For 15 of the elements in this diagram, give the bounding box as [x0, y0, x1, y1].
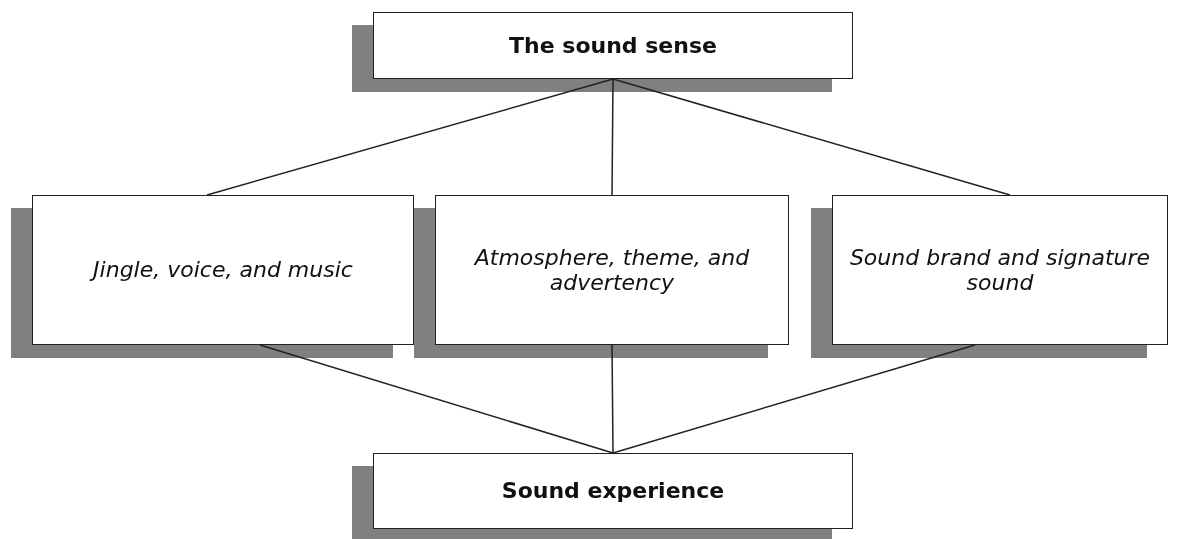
connector-line — [612, 78, 1011, 196]
box-label: Sound experience — [501, 478, 725, 504]
box-label: The sound sense — [509, 32, 717, 59]
box-label: Sound brand and signature sound — [848, 244, 1152, 296]
text-box — [373, 12, 853, 79]
connector-line — [611, 344, 614, 454]
text-box — [832, 195, 1168, 345]
connector-line — [611, 78, 614, 196]
text-box — [435, 195, 789, 345]
connector-line — [612, 344, 976, 454]
text-box — [373, 453, 853, 529]
box-label: Atmosphere, theme, and advertency — [473, 244, 751, 296]
connector-line — [259, 344, 614, 454]
text-box — [32, 195, 414, 345]
connector-line — [206, 78, 614, 196]
